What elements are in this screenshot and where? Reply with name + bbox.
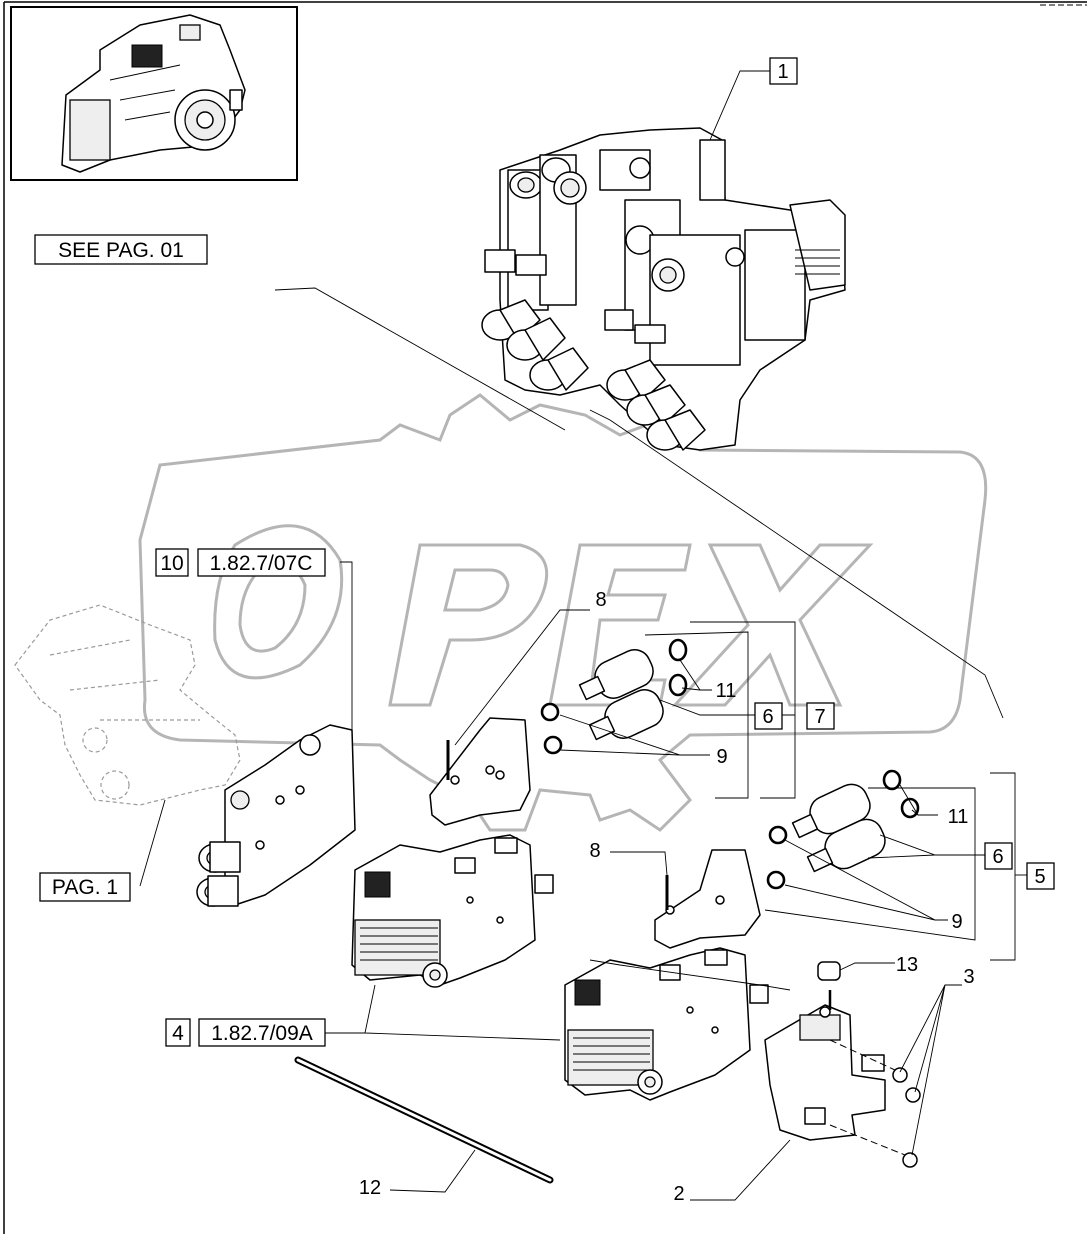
callout-1-label: 1 xyxy=(777,61,788,83)
ref-10-number: 10 xyxy=(160,552,183,575)
cartridge-set-lower xyxy=(654,769,920,949)
callout-3[interactable]: 3 xyxy=(963,966,974,988)
end-cover xyxy=(764,961,921,1168)
callout-9a[interactable]: 9 xyxy=(716,746,727,768)
callout-11a[interactable]: 11 xyxy=(716,680,737,702)
callout-6b-label: 6 xyxy=(992,846,1003,868)
see-page-label: SEE PAG. 01 xyxy=(58,239,184,262)
callout-1[interactable]: 1 xyxy=(769,57,798,85)
ghost-housing xyxy=(14,604,241,806)
callout-8a[interactable]: 8 xyxy=(595,589,606,611)
ref-4-number: 4 xyxy=(172,1022,184,1045)
page-label: PAG. 1 xyxy=(52,876,118,899)
see-page-reference[interactable]: SEE PAG. 01 xyxy=(34,234,208,265)
callout-5-label: 5 xyxy=(1034,866,1045,888)
page-reference[interactable]: PAG. 1 xyxy=(39,872,131,902)
ref-4-code: 1.82.7/09A xyxy=(211,1022,313,1045)
callout-8b[interactable]: 8 xyxy=(589,840,600,862)
reference-4[interactable]: 4 1.82.7/09A xyxy=(165,1018,326,1047)
cartridge-set-upper xyxy=(429,638,688,826)
valve-section-left xyxy=(351,834,554,988)
tie-rod xyxy=(294,1056,554,1184)
callout-9b[interactable]: 9 xyxy=(951,911,962,933)
tractor-transmission-thumbnail-icon xyxy=(61,14,246,173)
callout-11b[interactable]: 11 xyxy=(948,806,969,828)
callout-6a[interactable]: 6 xyxy=(754,702,783,730)
callout-12[interactable]: 12 xyxy=(359,1177,381,1199)
callout-7[interactable]: 7 xyxy=(806,702,835,730)
leader-lines xyxy=(139,70,1028,1201)
valve-section-right xyxy=(564,947,769,1101)
control-valve-assembly xyxy=(481,127,846,451)
callout-5[interactable]: 5 xyxy=(1026,862,1055,890)
callout-13[interactable]: 13 xyxy=(896,954,918,976)
ref-10-code: 1.82.7/07C xyxy=(210,552,313,575)
reference-lines xyxy=(274,287,1004,991)
callout-6b[interactable]: 6 xyxy=(984,842,1013,870)
supply-cover xyxy=(196,724,356,907)
callout-7-label: 7 xyxy=(814,706,825,728)
callout-6a-label: 6 xyxy=(762,706,773,728)
reference-10[interactable]: 10 1.82.7/07C xyxy=(155,548,326,577)
callout-2[interactable]: 2 xyxy=(673,1183,684,1205)
